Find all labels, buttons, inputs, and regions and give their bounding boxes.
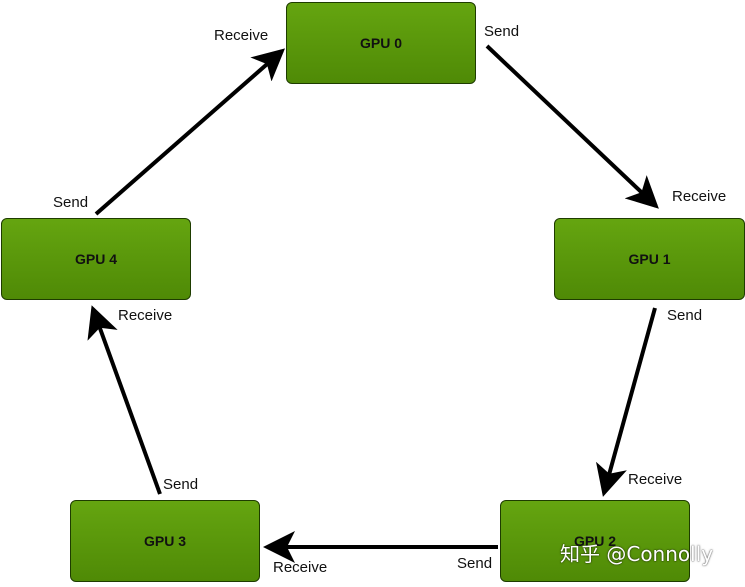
gpu-2-label: GPU 2	[573, 533, 616, 549]
gpu-1-send-label: Send	[667, 307, 703, 324]
gpu-4-receive-label: Receive	[118, 307, 173, 324]
arrow-gpu0-to-gpu1	[485, 44, 659, 209]
watermark: 知乎 @Connolly	[560, 542, 714, 566]
arrow-gpu4-to-gpu0	[94, 48, 286, 216]
gpu-3-receive-label: Receive	[273, 559, 328, 576]
gpu-1-receive-label: Receive	[672, 188, 727, 205]
gpu-4-label: GPU 4	[74, 251, 117, 267]
gpu-2-node: GPU 2	[500, 500, 690, 582]
gpu-3-label: GPU 3	[143, 533, 186, 549]
gpu-1-node: GPU 1	[554, 218, 745, 300]
gpu-3-node: GPU 3	[70, 500, 260, 582]
gpu-1-label: GPU 1	[628, 251, 671, 267]
gpu-2-receive-label: Receive	[628, 471, 683, 488]
gpu-0-node: GPU 0	[286, 2, 476, 84]
gpu-0-receive-label: Receive	[214, 27, 269, 44]
gpu-3-send-label: Send	[163, 476, 199, 493]
arrow-gpu3-to-gpu4	[87, 305, 162, 495]
gpu-4-node: GPU 4	[1, 218, 191, 300]
gpu-4-send-label: Send	[53, 194, 89, 211]
arrow-gpu1-to-gpu2	[596, 307, 657, 497]
gpu-2-send-label: Send	[457, 555, 493, 572]
gpu-0-send-label: Send	[484, 23, 520, 40]
gpu-0-label: GPU 0	[359, 35, 402, 51]
